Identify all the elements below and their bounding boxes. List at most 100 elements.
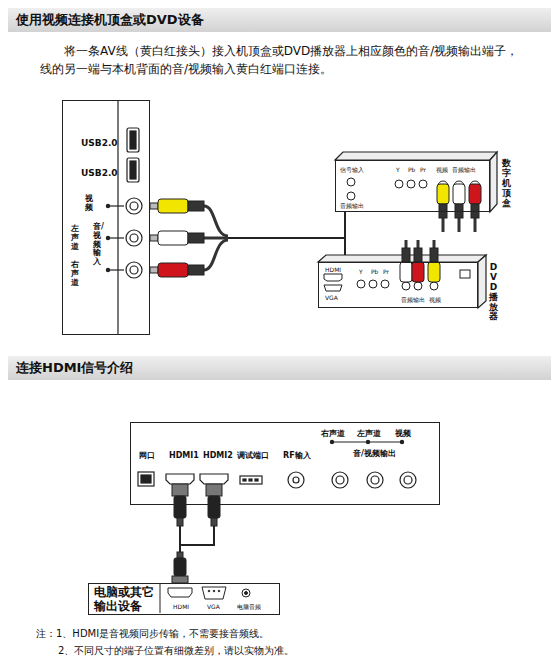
hdmi-plugs: [211, 518, 217, 526]
port-label: Pb: [408, 167, 415, 174]
set-top-box-plugs: [437, 184, 481, 232]
dvd-player-plugs: [412, 262, 424, 282]
dvd-player-ports: [357, 280, 365, 288]
av-plugs: [150, 203, 158, 209]
port-label: HDMI: [173, 604, 189, 611]
port-label: 音频输出: [452, 167, 476, 174]
av-plugs: [158, 263, 188, 277]
port-label: 音/视频输出: [353, 449, 396, 458]
tv-rear-panel-ports: [288, 472, 304, 488]
port-label: 网口: [139, 451, 155, 460]
port-label: HDMI2: [203, 451, 233, 460]
port-label: 右声道: [71, 261, 79, 287]
output-device-ports: [160, 583, 250, 613]
tv-side-panel-detail: [130, 266, 138, 274]
output-device-ports: [208, 590, 210, 592]
set-top-box-ports: [347, 192, 355, 200]
set-top-box-plugs: [455, 204, 463, 218]
port-label: HDMI: [325, 267, 341, 274]
tv-side-panel-detail: [126, 230, 142, 246]
port-label: 调试端口: [237, 451, 269, 460]
hdmi-plugs: [177, 518, 183, 526]
tv-side-panel-detail: [130, 234, 138, 242]
dvd-player-body: [478, 255, 486, 308]
tv-rear-panel-ports: [332, 472, 348, 488]
tv-side-panel-detail: [126, 198, 142, 214]
port-label: Pr: [383, 269, 389, 276]
tv-rear-panel-ports: [249, 479, 252, 481]
tv-side-panel-detail: [130, 202, 138, 210]
port-label: Pb: [371, 269, 378, 276]
note-text: 2、不同尺寸的端子位置有细微差别，请以实物为准。: [58, 644, 548, 658]
av-plugs: [188, 201, 204, 211]
tv-side-panel-detail: [130, 161, 136, 179]
tv-rear-panel-ports: [400, 440, 403, 443]
port-label: VGA: [325, 295, 338, 302]
set-top-box-ports: [407, 180, 415, 188]
tv-rear-panel-ports: [243, 479, 246, 481]
av-plug-tails: [204, 206, 228, 236]
dvd-player-ports: [402, 282, 410, 290]
dvd-player-plugs: [433, 240, 436, 248]
tv-rear-panel-ports: [141, 475, 151, 483]
tv-side-panel-detail: [106, 100, 142, 335]
instruction-text: 将一条AV线（黄白红接头）接入机顶盒或DVD播放器上相应颜色的音/视频输出端子，…: [40, 42, 530, 78]
set-top-box-plugs: [453, 184, 465, 204]
dvd-player-plugs: [417, 240, 420, 248]
output-device-ports: [202, 587, 226, 599]
av-plug-tails: [204, 237, 228, 240]
port-label: HDMI1: [169, 451, 199, 460]
hdmi-plugs: [206, 484, 222, 496]
output-device-ports: [213, 590, 215, 592]
port-label: USB2.0: [81, 168, 118, 178]
set-top-box-body: [490, 152, 497, 212]
tv-side-panel-detail: [106, 236, 109, 239]
dvd-player-plugs: [430, 248, 438, 262]
av-plugs: [188, 265, 204, 275]
tv-rear-panel-ports: [404, 476, 412, 484]
tv-rear-panel-ports: [138, 472, 154, 486]
dvd-player-body: [318, 255, 486, 308]
set-top-box: 数字机顶盒信号输入音频输出YPbPr视频音频输出: [335, 160, 490, 212]
port-label: 左声道: [71, 225, 79, 251]
set-top-box-plugs: [442, 218, 445, 232]
set-top-box-plugs: [474, 218, 477, 232]
set-top-box-plugs: [469, 184, 481, 204]
tv-side-panel-detail: [106, 268, 109, 271]
device-name: DVD播放器: [489, 263, 498, 322]
port-label: 视频: [395, 429, 411, 438]
set-top-box-body: [335, 152, 497, 160]
port-label: 视频: [436, 167, 448, 174]
av-plugs: [150, 267, 158, 273]
av-plug-tails: [204, 240, 228, 270]
port-label: 视频: [85, 195, 93, 213]
tv-rear-panel: 网口 HDMI1 HDMI2 调试端口 RF输入 右声道 左声道 视频音/视频输出: [130, 422, 440, 505]
tv-rear-panel-ports: [400, 472, 416, 488]
dvd-player-ports: [324, 285, 342, 291]
port-label: 信号输入: [340, 167, 364, 174]
tv-rear-panel-ports: [367, 472, 383, 488]
tv-side-panel-detail: [110, 269, 124, 270]
tv-rear-panel-ports: [371, 476, 379, 484]
set-top-box-plugs: [439, 204, 447, 218]
port-label: Pr: [420, 167, 426, 174]
port-label: 右声道: [321, 429, 345, 438]
port-label: 视频: [429, 297, 441, 304]
av-plugs: [150, 235, 158, 241]
dvd-player-ports: [381, 280, 389, 288]
port-label: 音频输出: [340, 203, 364, 210]
tv-side-panel-detail: [117, 100, 118, 335]
port-label: 左声道: [357, 429, 381, 438]
tv-side-panel-detail: [126, 262, 142, 278]
port-label: RF输入: [283, 451, 311, 460]
dvd-player-ports: [369, 280, 377, 288]
tv-rear-panel-ports: [200, 474, 228, 484]
dvd-player-plugs: [405, 240, 408, 248]
port-label: Y: [396, 167, 400, 174]
dvd-player-plugs: [400, 262, 412, 282]
dvd-player-plugs: [402, 248, 410, 262]
tv-side-panel-detail: [106, 204, 109, 207]
set-top-box-plugs: [458, 218, 461, 232]
note-text: 注：1、HDMI是音视频同步传输，不需要接音频线。: [36, 627, 536, 641]
tv-rear-panel-ports: [330, 440, 333, 443]
